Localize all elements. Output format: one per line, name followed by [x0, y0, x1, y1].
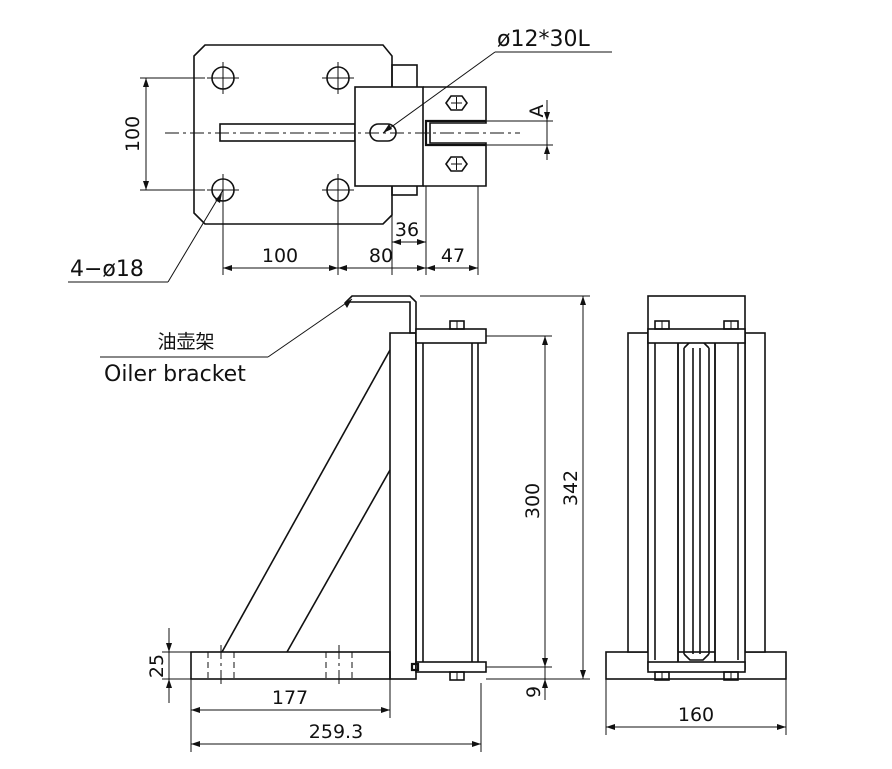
slot-leader [382, 51, 612, 134]
side-center-channel [677, 333, 716, 669]
base-plate-outline [193, 44, 393, 225]
side-bolts [654, 320, 739, 681]
dim-342-text: 342 [560, 470, 582, 506]
mounting-holes [207, 62, 354, 206]
side-view: 160 [605, 295, 787, 735]
dim-80-text: 80 [369, 245, 393, 267]
dim-177 [190, 679, 391, 752]
dim-plate-height-text: 100 [122, 116, 144, 152]
clamp-bracket [423, 86, 487, 187]
bolt-heads-front [449, 320, 465, 681]
dim-160-text: 160 [678, 704, 714, 726]
datum-a-dim [486, 100, 553, 160]
front-base-holes [207, 645, 353, 686]
dim-25-text: 25 [146, 654, 168, 678]
dim-300-text: 300 [522, 483, 544, 519]
side-upright-left [627, 332, 649, 653]
oiler-bracket-strip [344, 295, 417, 334]
holes-callout: 4−ø18 [70, 257, 144, 282]
side-upright-right [744, 332, 766, 653]
dim-342 [420, 295, 590, 680]
dim-chain-bottom [222, 186, 479, 275]
dim-plate-height [140, 77, 205, 191]
oiler-label-en: Oiler bracket [104, 362, 246, 387]
side-brush-left [647, 332, 679, 670]
side-base-plate [605, 651, 787, 680]
brush-bottom-plate [415, 661, 487, 673]
dim-259-text: 259.3 [309, 721, 363, 743]
dim-36-text: 36 [395, 219, 419, 241]
side-oiler-bracket [647, 295, 746, 334]
dim-177-text: 177 [272, 687, 308, 709]
side-bottom-plate [647, 661, 746, 673]
side-top-plate [647, 328, 746, 344]
vertical-column [389, 332, 417, 680]
brush-body [415, 332, 479, 670]
dim-300 [486, 335, 552, 668]
slot-callout: ø12*30L [497, 27, 590, 52]
top-view: 100 100 80 36 47 A [68, 27, 612, 283]
holes-leader [68, 189, 224, 283]
front-view: 342 300 9 25 177 [100, 295, 590, 752]
gusset-outer [221, 349, 391, 653]
brush-top-plate [415, 328, 487, 344]
datum-a-label: A [526, 105, 548, 118]
dim-9 [542, 650, 548, 700]
side-brush-right [714, 332, 746, 670]
oiler-label-cn: 油壶架 [157, 331, 214, 353]
oiler-leader [100, 298, 353, 358]
head-block [354, 86, 424, 187]
dim-hole-spacing-text: 100 [262, 245, 298, 267]
gusset-inner [286, 469, 391, 653]
bolt-heads-top [445, 95, 468, 172]
dim-9-text: 9 [523, 686, 545, 698]
dim-259 [191, 683, 482, 752]
dim-47-text: 47 [441, 245, 465, 267]
dim-25 [162, 628, 191, 703]
front-base-plate [190, 651, 391, 680]
dim-160 [605, 679, 787, 735]
